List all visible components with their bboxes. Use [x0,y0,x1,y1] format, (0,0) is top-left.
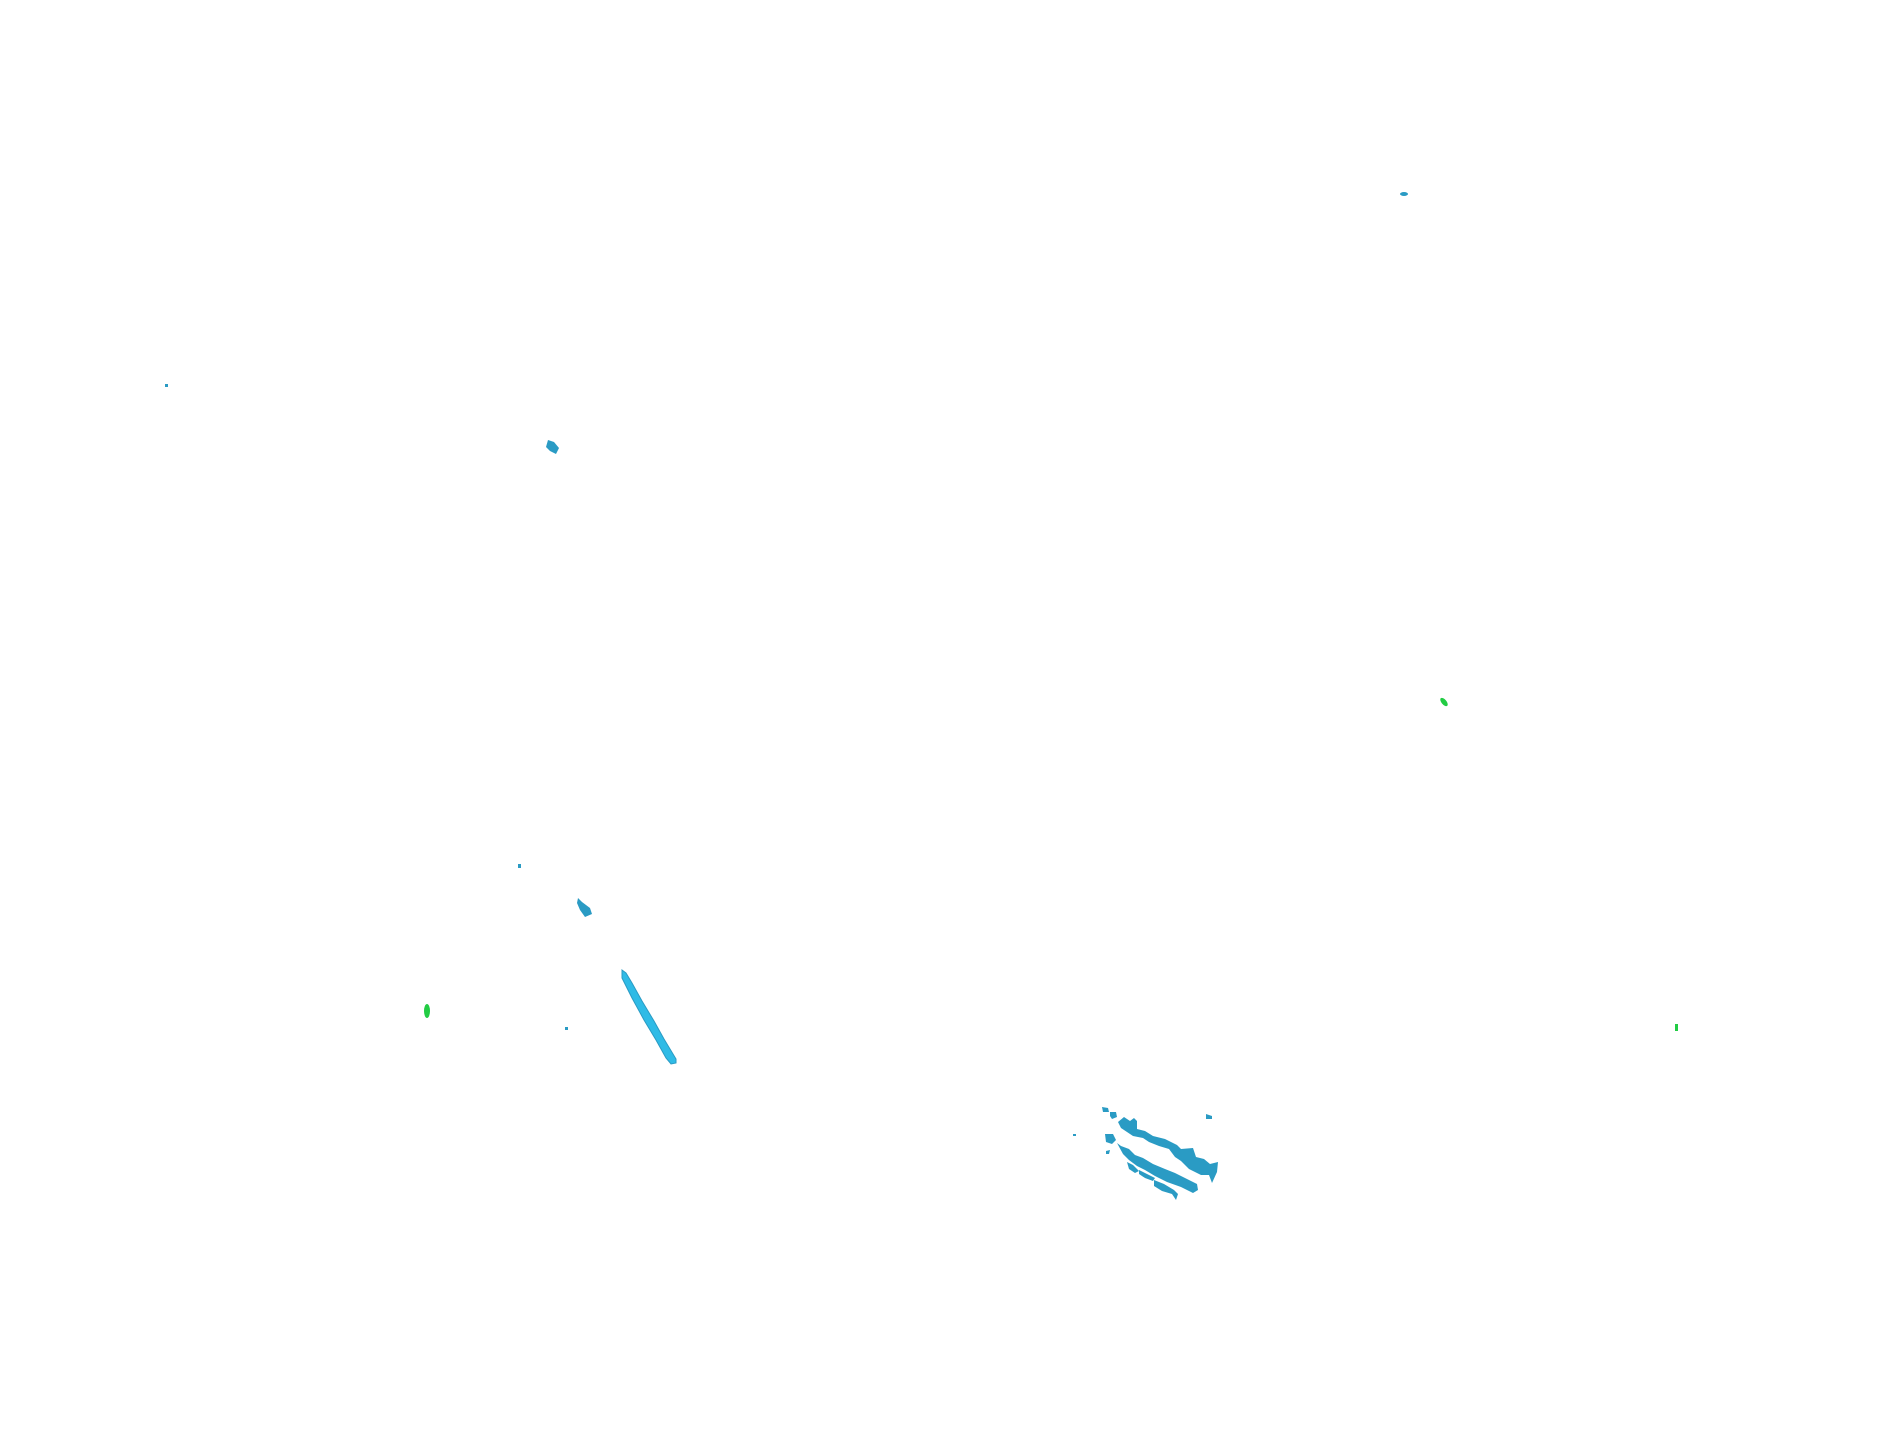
fragment [1073,1134,1076,1136]
fragment [1118,1117,1218,1183]
fragment [1139,1170,1155,1181]
blue-fragments [165,192,1408,1200]
fragment [1105,1134,1116,1144]
fragment [546,440,559,454]
fragment [165,384,168,387]
fragment [1127,1162,1139,1173]
fragment [577,898,592,917]
fragment [1102,1107,1109,1112]
fragment [1110,1112,1117,1119]
fragment [1400,192,1408,196]
fragment [1440,697,1448,707]
fragment [1675,1024,1678,1031]
rod-fragment [621,969,677,1065]
fragment [1117,1143,1198,1193]
fragment [1206,1114,1212,1119]
green-fragments [424,697,1678,1031]
fragment [1154,1180,1178,1200]
fragment [1106,1150,1110,1154]
fragment [424,1004,430,1018]
fragment [518,864,521,868]
fragment [565,1027,568,1030]
